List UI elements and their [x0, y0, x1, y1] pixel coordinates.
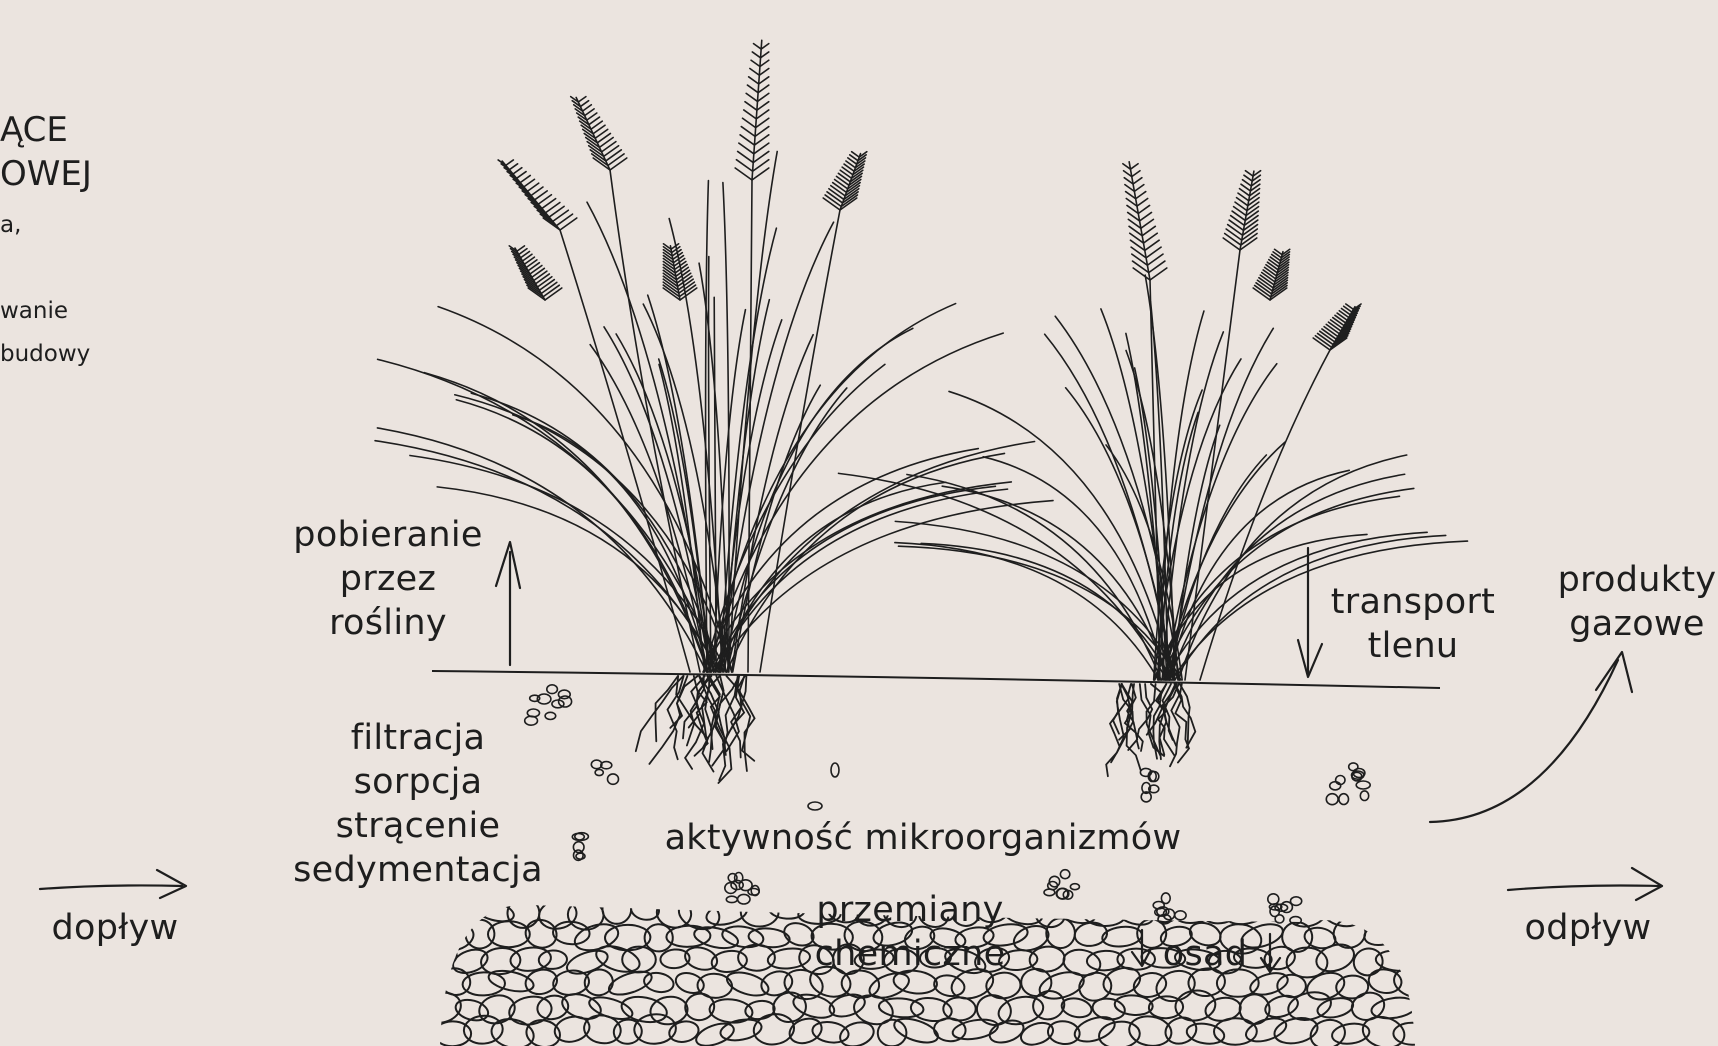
label-gas-products-line-2: gazowe	[1556, 602, 1718, 646]
label-sediment-text: osad	[1150, 932, 1260, 976]
sidebar-heading-line-2: OWEJ	[0, 152, 92, 196]
label-physical-processes: filtracja sorpcja strącenie sedymentacja	[288, 716, 548, 892]
label-inflow-text: dopływ	[40, 906, 190, 950]
label-outflow: odpływ	[1508, 906, 1668, 950]
label-chemical-transformations: przemiany chemiczne	[780, 888, 1040, 976]
sidebar-text-line-1: a,	[0, 204, 90, 247]
label-filtration: filtracja	[288, 716, 548, 760]
label-gas-products-line-1: produkty	[1556, 558, 1718, 602]
label-chemical-line-1: przemiany	[780, 888, 1040, 932]
ground-line	[432, 671, 1440, 688]
inflow-arrow-icon	[40, 870, 186, 898]
sidebar-heading-line-1: ĄCE	[0, 108, 92, 152]
label-gas-products: produkty gazowe	[1556, 558, 1718, 646]
label-plant-uptake-line-1: pobieranie	[288, 513, 488, 557]
label-oxygen-transport: transport tlenu	[1328, 580, 1498, 668]
label-sedimentation: sedymentacja	[288, 848, 548, 892]
label-sediment: osad	[1150, 932, 1260, 976]
sidebar-text-line-3: wanie	[0, 290, 90, 333]
label-chemical-line-2: chemiczne	[780, 932, 1040, 976]
label-inflow: dopływ	[40, 906, 190, 950]
label-oxygen-transport-line-1: transport	[1328, 580, 1498, 624]
sidebar-text-line-2	[0, 247, 90, 290]
label-oxygen-transport-line-2: tlenu	[1328, 624, 1498, 668]
label-sorption: sorpcja	[288, 760, 548, 804]
sidebar-text-line-4: budowy	[0, 333, 90, 376]
label-plant-uptake: pobieranie przez rośliny	[288, 513, 488, 645]
sidebar-heading: ĄCE OWEJ	[0, 108, 92, 196]
label-outflow-text: odpływ	[1508, 906, 1668, 950]
label-plant-uptake-line-2: przez	[288, 557, 488, 601]
sidebar-text: a, wanie budowy	[0, 204, 90, 376]
outflow-arrow-icon	[1508, 868, 1662, 900]
label-microbial-activity: aktywność mikroorganizmów	[658, 816, 1188, 860]
plant-roots	[636, 676, 1196, 783]
gas-arrow-icon	[1430, 652, 1632, 822]
label-microbial-activity-text: aktywność mikroorganizmów	[658, 816, 1188, 860]
label-precipitation: strącenie	[288, 804, 548, 848]
uptake-arrow-icon	[496, 542, 520, 665]
label-plant-uptake-line-3: rośliny	[288, 601, 488, 645]
